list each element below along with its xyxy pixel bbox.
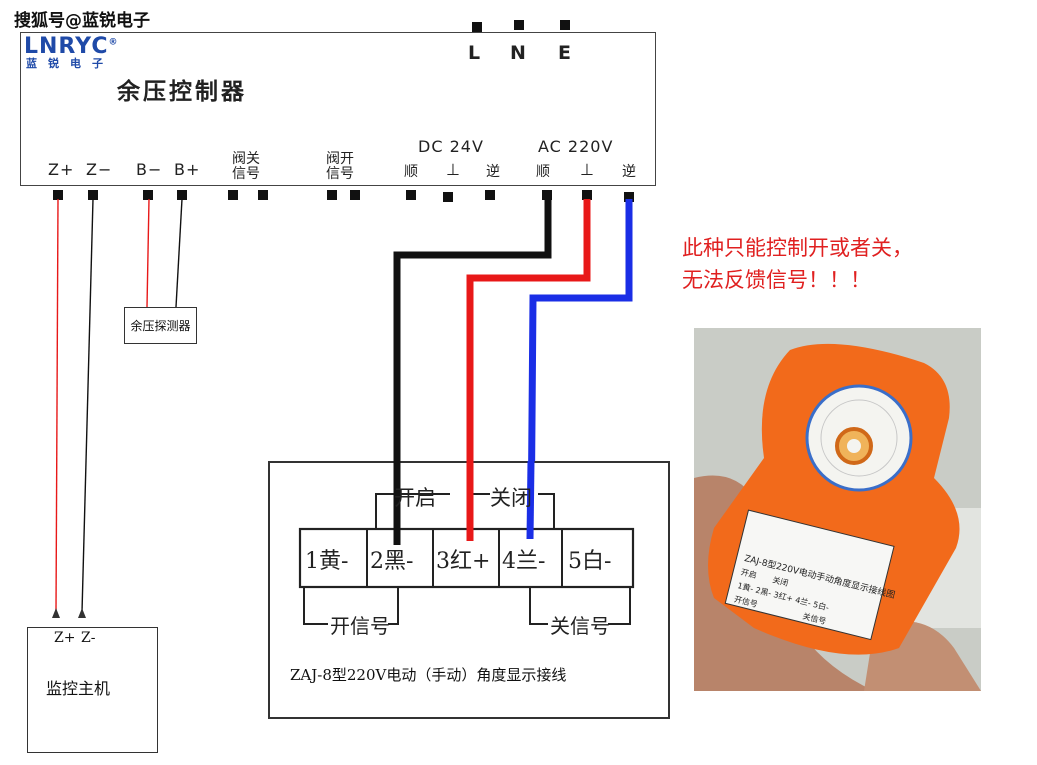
terminal-pin-l xyxy=(472,22,482,32)
actuator-terminal-5: 5白- xyxy=(568,549,612,574)
terminal-label-ac-reverse: 逆 xyxy=(622,164,637,180)
actuator-terminal-3: 3红+ xyxy=(436,549,491,574)
actuator-terminal-4: 4兰- xyxy=(502,549,546,574)
photo-label-terminal-1: 1黄- xyxy=(736,581,755,594)
wire-ac-reverse-blue xyxy=(527,199,633,541)
wire-ac-ground-red xyxy=(466,199,591,540)
actuator-photo-drawing xyxy=(694,328,981,691)
terminal-pin-dc-forward xyxy=(406,190,416,200)
host-arrow-z-plus xyxy=(52,608,60,618)
terminal-label-ac-forward: 顺 xyxy=(536,164,551,180)
photo-label-terminal-5: 5白- xyxy=(812,599,830,613)
terminal-label-valve-close: 阀关 信号 xyxy=(232,151,260,182)
terminal-label-z-minus: Z− xyxy=(86,160,113,179)
ac-220v-label: AC 220V xyxy=(538,137,614,156)
photo-label-open-signal: 开信号 xyxy=(733,594,759,610)
terminal-pin-ac-ground xyxy=(582,190,592,200)
terminal-pin-ac-reverse xyxy=(624,192,634,202)
terminal-pin-z-plus xyxy=(53,190,63,200)
terminal-pin-dc-ground xyxy=(443,192,453,202)
actuator-photo: ZAJ-8型220V电动手动角度显示接线图 开启 关闭 1黄- 2黑- 3红+ … xyxy=(694,328,981,691)
registered-mark: ® xyxy=(108,37,119,48)
open-bracket-line xyxy=(375,493,450,529)
actuator-open-signal-label: 开信号 xyxy=(330,614,390,638)
open-signal-bracket xyxy=(303,587,328,625)
host-z-minus-label: Z- xyxy=(81,630,96,646)
terminal-pin-e xyxy=(560,20,570,30)
terminal-label-b-plus: B+ xyxy=(174,160,201,179)
warning-note: 此种只能控制开或者关， 无法反馈信号！！！ xyxy=(682,232,913,296)
actuator-caption: ZAJ-8型220V电动（手动）角度显示接线 xyxy=(290,666,567,684)
actuator-close-label: 关闭 xyxy=(490,486,532,510)
terminal-pin-dc-reverse xyxy=(485,190,495,200)
monitoring-host-box: Z+ Z- 监控主机 xyxy=(27,627,158,753)
actuator-open-label: 开启 xyxy=(394,486,436,510)
terminal-label-valve-open: 阀开 信号 xyxy=(326,151,354,182)
terminal-pin-valve-open-2 xyxy=(350,190,360,200)
sensor-box: 余压探测器 xyxy=(124,307,197,344)
photo-label-close: 关闭 xyxy=(771,575,790,589)
host-z-plus-label: Z+ xyxy=(54,630,76,646)
terminal-pin-ac-forward xyxy=(542,190,552,200)
terminal-pin-valve-close-2 xyxy=(258,190,268,200)
terminal-pin-b-minus xyxy=(143,190,153,200)
power-label-n: N xyxy=(510,42,526,64)
terminal-label-z-plus: Z+ xyxy=(48,160,75,179)
terminal-pin-valve-open-1 xyxy=(327,190,337,200)
terminal-pin-valve-close-1 xyxy=(228,190,238,200)
wire-z-plus xyxy=(55,198,59,613)
controller-panel xyxy=(20,32,656,186)
terminal-label-dc-forward: 顺 xyxy=(404,164,419,180)
warning-line-2: 无法反馈信号！！！ xyxy=(682,268,871,292)
actuator-terminal-2: 2黑- xyxy=(370,549,414,574)
terminal-pin-n xyxy=(514,20,524,30)
dc-24v-label: DC 24V xyxy=(418,137,484,156)
logo-subtitle: 蓝锐电子 xyxy=(26,57,114,70)
terminal-label-b-minus: B− xyxy=(136,160,163,179)
logo: LNRYC® xyxy=(24,34,118,59)
terminal-pin-z-minus xyxy=(88,190,98,200)
logo-text: LNRYC xyxy=(24,34,109,59)
terminal-label-ac-ground: ⊥ xyxy=(580,160,595,179)
terminal-label-dc-ground: ⊥ xyxy=(446,160,461,179)
photo-label-open: 开启 xyxy=(739,567,758,581)
close-signal-bracket xyxy=(529,587,548,625)
watermark: 搜狐号@蓝锐电子 xyxy=(14,11,150,31)
warning-line-1: 此种只能控制开或者关， xyxy=(682,236,913,260)
wire-ac-forward-black xyxy=(393,199,552,540)
host-label: 监控主机 xyxy=(46,679,111,698)
photo-label-terminal-3: 3红+ xyxy=(772,590,794,604)
wire-b-plus xyxy=(175,198,183,308)
power-label-l: L xyxy=(468,42,481,64)
host-arrow-z-minus xyxy=(78,608,86,618)
controller-title: 余压控制器 xyxy=(117,79,247,105)
actuator-close-signal-label: 关信号 xyxy=(550,614,610,638)
photo-label-terminal-2: 2黑- xyxy=(754,585,773,599)
actuator-sketch xyxy=(298,461,635,625)
photo-label-terminal-4: 4兰- xyxy=(794,595,812,609)
close-bracket-line xyxy=(538,493,555,529)
wire-z-minus xyxy=(81,198,94,613)
actuator-terminal-1: 1黄- xyxy=(305,549,349,574)
terminal-pin-b-plus xyxy=(177,190,187,200)
wire-b-minus xyxy=(146,198,150,308)
photo-label-close-signal: 关信号 xyxy=(801,611,828,627)
power-label-e: E xyxy=(558,42,571,64)
sensor-label: 余压探测器 xyxy=(130,319,191,333)
terminal-label-dc-reverse: 逆 xyxy=(486,164,501,180)
